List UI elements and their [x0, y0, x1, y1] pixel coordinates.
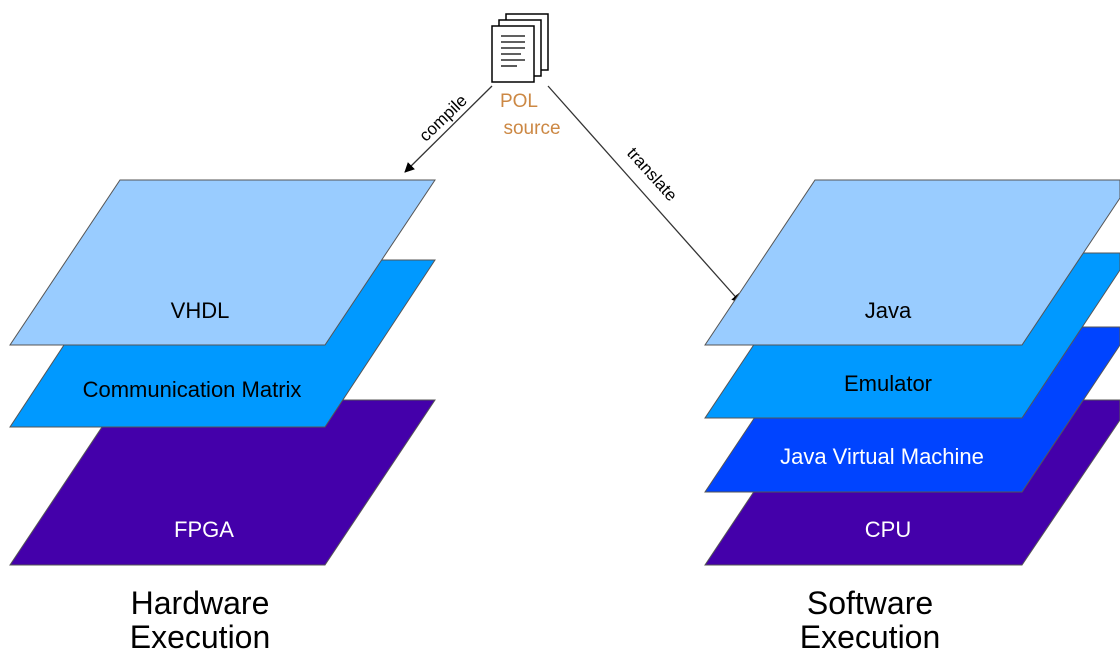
software-title-line1: Software [807, 585, 933, 621]
compile-label: compile [416, 91, 471, 145]
java-label: Java [865, 298, 912, 323]
translate-arrow [547, 85, 742, 304]
java-virtual-machine-label: Java Virtual Machine [780, 444, 984, 469]
vhdl-layer [9, 179, 436, 346]
translate-label: translate [623, 144, 681, 205]
hardware-title-line1: Hardware [131, 585, 270, 621]
source-label-line1: POL [500, 91, 538, 112]
source-label-line2: source [503, 118, 560, 139]
java-layer [704, 179, 1120, 346]
compile-arrow [404, 85, 493, 173]
cpu-label: CPU [865, 517, 911, 542]
vhdl-label: VHDL [171, 298, 230, 323]
document-icon [491, 13, 549, 83]
emulator-label: Emulator [844, 371, 932, 396]
software-title-line2: Execution [800, 619, 941, 650]
fpga-label: FPGA [174, 517, 234, 542]
hardware-title-line2: Execution [130, 619, 271, 650]
communication-matrix-label: Communication Matrix [83, 377, 302, 402]
